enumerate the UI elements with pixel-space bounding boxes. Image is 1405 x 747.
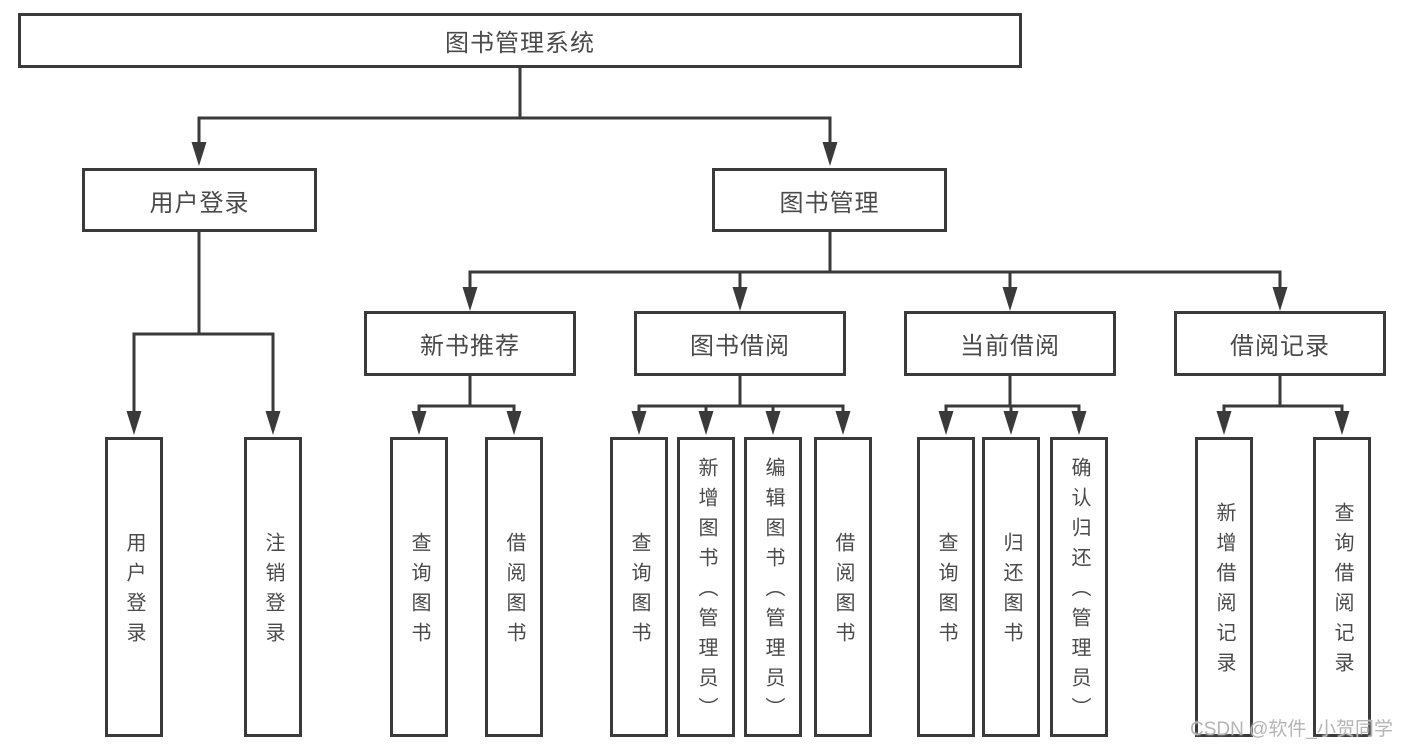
leaf-label: 编辑图书（管理员） <box>762 457 784 727</box>
leaf-confirm-return-admin: 确认归还（管理员） <box>1050 437 1108 737</box>
node-label: 当前借阅 <box>960 333 1060 360</box>
leaf-user-login: 用户登录 <box>105 437 163 737</box>
node-label: 借阅记录 <box>1230 333 1330 360</box>
leaf-logout: 注销登录 <box>244 437 302 737</box>
node-borrowing-records: 借阅记录 <box>1174 311 1386 376</box>
leaf-label: 归还图书 <box>1000 532 1022 652</box>
leaf-label: 用户登录 <box>123 532 145 652</box>
leaf-label: 查询图书 <box>628 532 650 652</box>
leaf-label: 查询图书 <box>935 532 957 652</box>
node-label: 图书管理 <box>779 189 880 217</box>
leaf-add-book-admin: 新增图书（管理员） <box>677 437 735 737</box>
leaf-query-borrow-record: 查询借阅记录 <box>1313 437 1371 737</box>
leaf-label: 注销登录 <box>262 532 284 652</box>
leaf-label: 新增图书（管理员） <box>695 457 717 727</box>
leaf-label: 确认归还（管理员） <box>1068 457 1090 727</box>
node-user-login: 用户登录 <box>82 168 317 232</box>
leaf-label: 新增借阅记录 <box>1213 502 1235 682</box>
leaf-label: 借阅图书 <box>832 532 854 652</box>
leaf-borrow-books-borrowing: 借阅图书 <box>814 437 872 737</box>
node-library-system: 图书管理系统 <box>18 13 1022 68</box>
leaf-borrow-books-recommend: 借阅图书 <box>485 437 543 737</box>
leaf-query-books-recommend: 查询图书 <box>390 437 448 737</box>
node-book-borrowing: 图书借阅 <box>634 311 846 376</box>
leaf-query-books-current: 查询图书 <box>917 437 975 737</box>
leaf-return-book: 归还图书 <box>982 437 1040 737</box>
node-new-book-recommend: 新书推荐 <box>364 311 576 376</box>
leaf-label: 查询图书 <box>408 532 430 652</box>
leaf-add-borrow-record: 新增借阅记录 <box>1195 437 1253 737</box>
leaf-edit-book-admin: 编辑图书（管理员） <box>744 437 802 737</box>
csdn-watermark: CSDN @软件_小贺同学 <box>1190 719 1393 740</box>
arrowheads <box>126 142 1350 435</box>
node-label: 图书借阅 <box>690 333 790 360</box>
node-label: 新书推荐 <box>420 333 520 360</box>
node-current-borrowing: 当前借阅 <box>904 311 1116 376</box>
leaf-query-books-borrowing: 查询图书 <box>610 437 668 737</box>
node-book-management: 图书管理 <box>712 168 947 232</box>
leaf-label: 借阅图书 <box>503 532 525 652</box>
node-label: 图书管理系统 <box>445 30 595 57</box>
node-label: 用户登录 <box>149 189 250 217</box>
leaf-label: 查询借阅记录 <box>1331 502 1353 682</box>
